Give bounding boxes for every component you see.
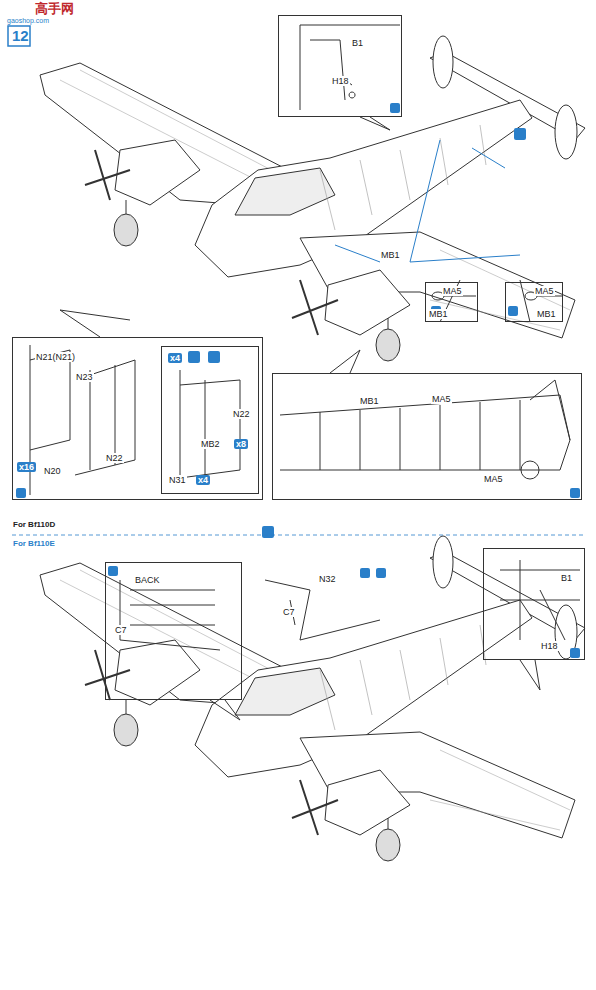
part-number: N21(N21) <box>35 352 76 362</box>
callout-box: MA5MB1 <box>425 282 478 322</box>
part-number: MB1 <box>428 309 449 319</box>
part-number: H18 <box>331 76 350 86</box>
part-number: N31 <box>168 475 187 485</box>
part-number: B1 <box>351 38 364 48</box>
part-number: C7 <box>282 607 296 617</box>
part-number: C7 <box>114 625 128 635</box>
part-number: MB2 <box>200 439 221 449</box>
part-number: MA5 <box>442 286 463 296</box>
callout-box: N21(N21)N23x16N20N22x4N22MB2x8N31x4 <box>12 337 263 500</box>
callout-box: B1H18 <box>483 548 585 660</box>
part-number: MA5 <box>534 286 555 296</box>
callout-box: MA5MB1 <box>505 282 563 322</box>
quantity-badge: x4 <box>168 353 182 363</box>
part-number: N23 <box>75 372 94 382</box>
callout-box: B1H18 <box>278 15 402 117</box>
callout-box: BACK C7 <box>105 562 242 700</box>
quantity-badge: x16 <box>17 462 36 472</box>
watermark: 高手网 <box>34 2 75 16</box>
variant-heading: For Bf110E <box>12 539 56 549</box>
quantity-badge: x8 <box>234 439 248 449</box>
part-number: N32 <box>318 574 337 584</box>
variant-heading: For Bf110D <box>12 520 56 530</box>
part-number: N20 <box>43 466 62 476</box>
part-number: H18 <box>540 641 559 651</box>
watermark: gaoshop.com <box>6 17 50 25</box>
part-number: N22 <box>232 409 251 419</box>
callout-box: x4N22MB2x8N31x4 <box>161 346 259 494</box>
part-number: MB1 <box>536 309 557 319</box>
part-number: MB1 <box>359 396 380 406</box>
part-number: B1 <box>560 573 573 583</box>
part-number: N22 <box>105 453 124 463</box>
step-number: 12 <box>11 28 30 44</box>
part-number: BACK <box>134 575 161 585</box>
part-number: MB1 <box>380 250 401 260</box>
part-number: MA5 <box>483 474 504 484</box>
callout-box: MB1MA5MA5 <box>272 373 582 500</box>
quantity-badge: x4 <box>196 475 210 485</box>
part-number: MA5 <box>431 394 452 404</box>
